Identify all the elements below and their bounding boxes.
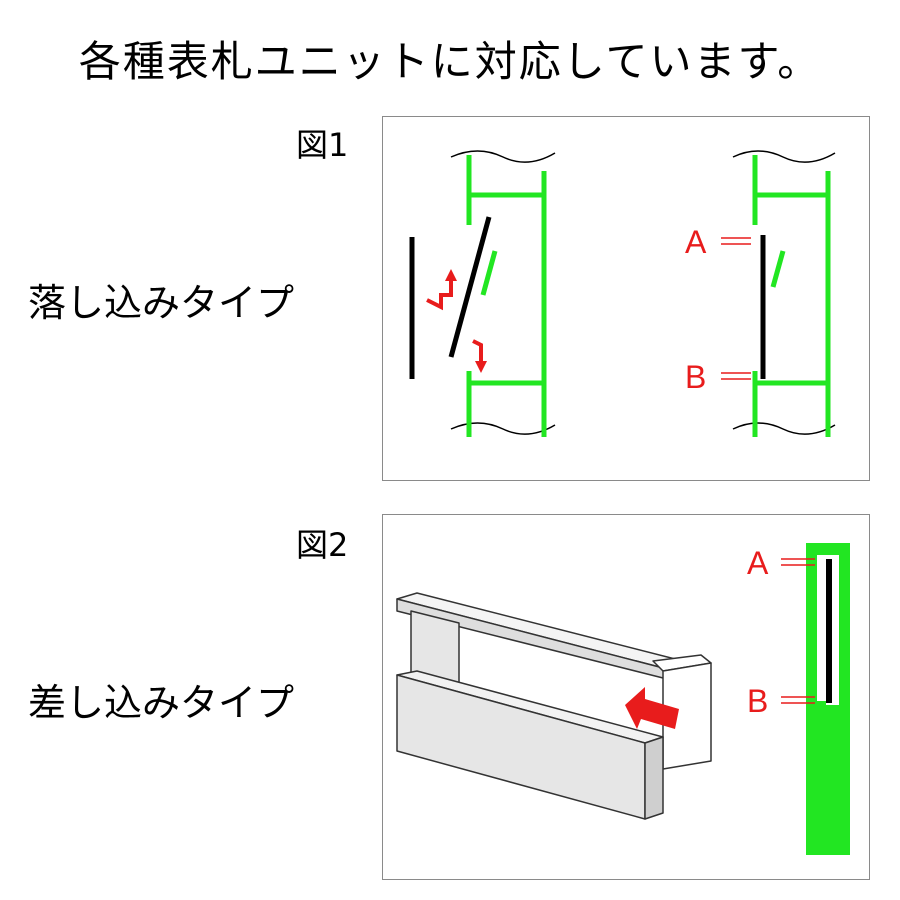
leader-lines-fig1 <box>721 237 751 380</box>
slot-unit <box>396 592 712 820</box>
marker-a-fig2: A <box>747 545 769 581</box>
frame-right <box>752 155 831 437</box>
plate-tilted <box>448 216 492 358</box>
arrow-down-path <box>472 339 483 365</box>
leader-lines-fig2 <box>781 558 815 704</box>
figure2-label: 図2 <box>296 526 349 564</box>
insert-arrow <box>625 687 679 729</box>
figure2-type-label: 差し込みタイプ <box>28 681 295 725</box>
figure2-panel: A B <box>382 514 870 880</box>
figure1-panel: A B <box>382 116 870 481</box>
figure2-diagram: A B <box>396 543 850 855</box>
frame-left <box>466 155 547 437</box>
marker-b-fig2: B <box>747 683 768 719</box>
break-line-bottom-right <box>732 422 836 435</box>
arrow-up-path <box>426 277 453 311</box>
page-title: 各種表札ユニットに対応しています。 <box>78 37 822 86</box>
break-line-top-right <box>732 150 836 163</box>
break-line-top-left <box>450 150 556 163</box>
figure1-diagram: A B <box>409 150 836 437</box>
arrow-down-head <box>475 361 487 373</box>
figure1-type-label: 落し込みタイプ <box>28 281 295 325</box>
marker-a-fig1: A <box>685 224 707 260</box>
figure1-label: 図1 <box>296 126 349 164</box>
marker-b-fig1: B <box>685 359 706 395</box>
arrow-up-head <box>445 269 457 281</box>
section-lip <box>817 701 826 709</box>
section-plate <box>826 559 832 703</box>
section-frame-lower <box>806 705 850 855</box>
